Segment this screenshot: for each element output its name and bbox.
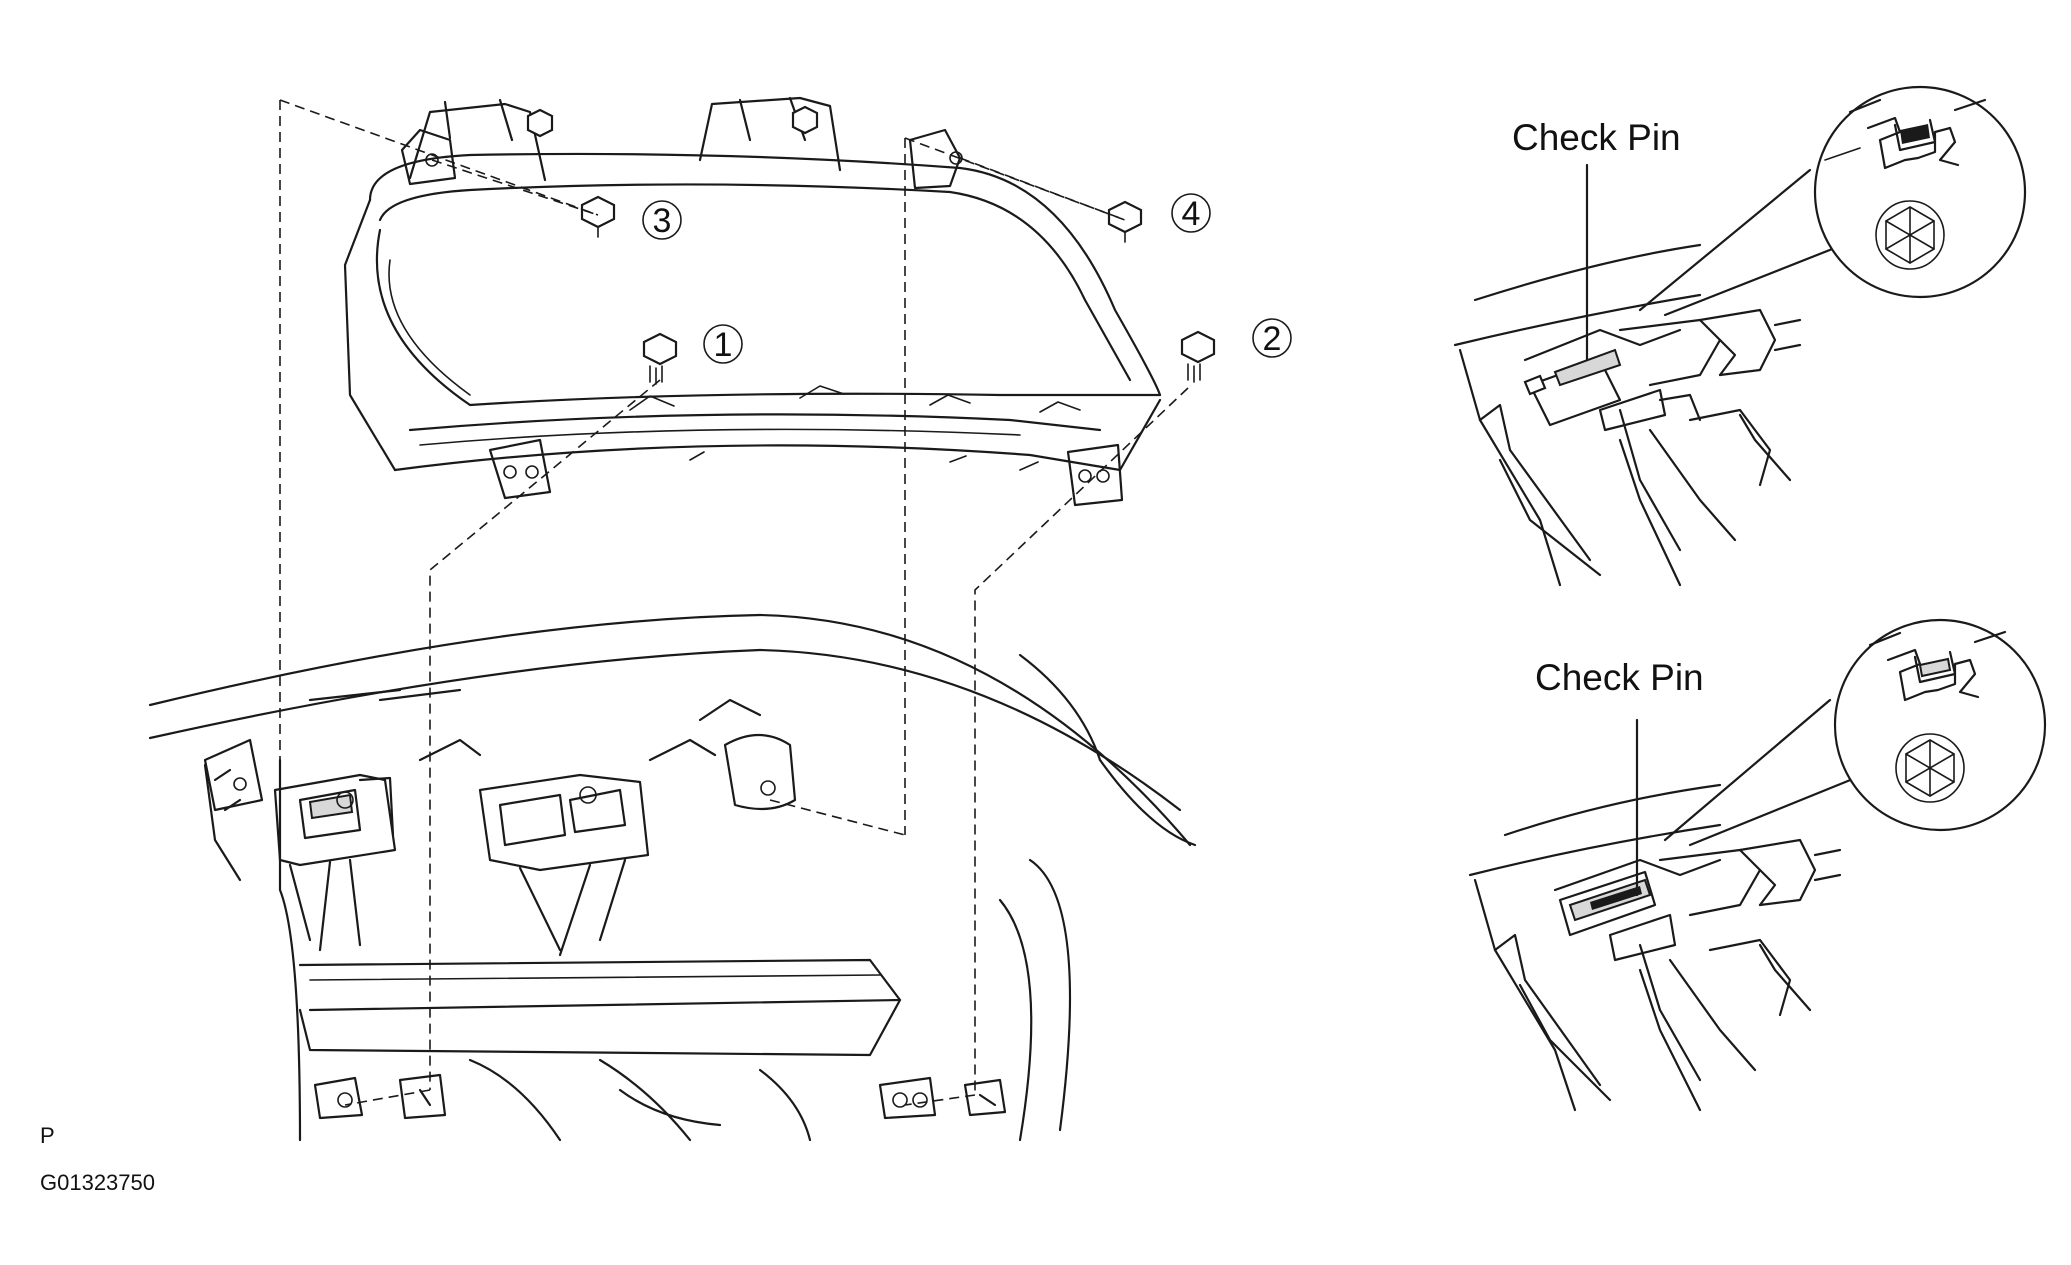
screw-4 xyxy=(1107,200,1143,243)
alignment-lines xyxy=(279,99,1189,1106)
corner-letter: P xyxy=(40,1123,55,1148)
check-pin-detail-bottom: Check Pin xyxy=(1468,618,2047,1112)
bolt-callout-1: 1 xyxy=(703,324,743,364)
combination-meter-assembly xyxy=(343,96,1162,507)
bolt-callout-3: 3 xyxy=(642,200,682,240)
screw-1 xyxy=(642,332,678,385)
bolt-callout-2: 2 xyxy=(1252,318,1292,358)
bolt-callout-4: 4 xyxy=(1171,193,1211,233)
svg-text:2: 2 xyxy=(1263,320,1282,358)
figure-code: G01323750 xyxy=(40,1170,155,1195)
svg-text:3: 3 xyxy=(653,202,672,240)
svg-text:4: 4 xyxy=(1182,195,1201,233)
svg-text:1: 1 xyxy=(714,326,733,364)
screw-2 xyxy=(1180,330,1216,383)
instrument-panel xyxy=(148,613,1197,1142)
check-pin-label-bottom: Check Pin xyxy=(1535,657,1704,698)
magnifier-circle-bottom xyxy=(1833,618,2047,832)
screw-3 xyxy=(580,195,616,238)
check-pin-detail-top: Check Pin xyxy=(1453,85,2027,587)
magnifier-circle-top xyxy=(1813,85,2027,299)
check-pin-label-top: Check Pin xyxy=(1512,117,1681,158)
